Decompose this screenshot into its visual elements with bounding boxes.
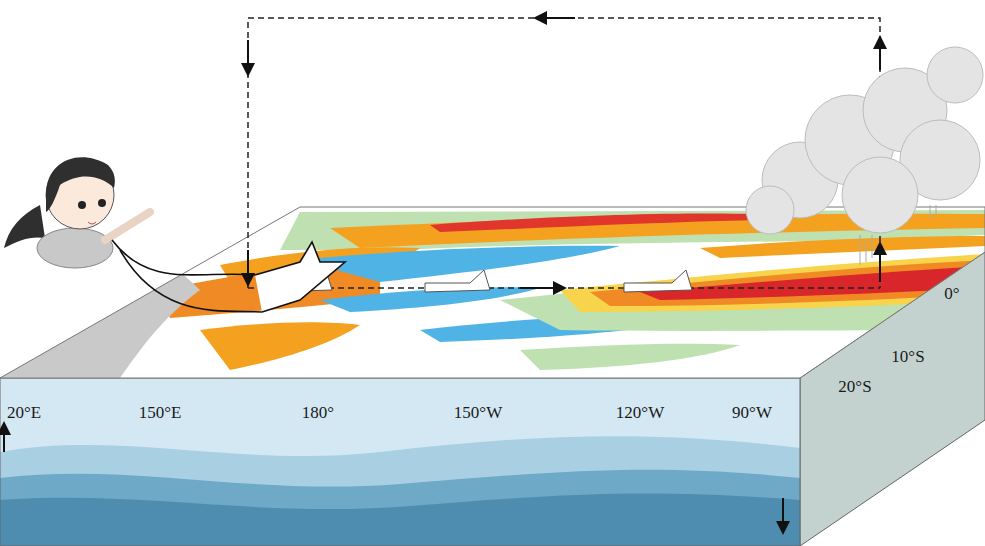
latitude-label: 10°S bbox=[891, 348, 924, 365]
westerly-burst-arrow bbox=[255, 242, 345, 312]
westerly-burst-arrow bbox=[120, 250, 262, 312]
circulation-arrows bbox=[879, 42, 881, 70]
circulation-arrows bbox=[247, 40, 249, 70]
westerly-burst-arrow bbox=[112, 240, 345, 312]
walker-circulation bbox=[248, 18, 880, 288]
ocean-front-face bbox=[0, 470, 800, 546]
longitude-label: 150°W bbox=[454, 404, 502, 421]
sst-anomaly-map bbox=[300, 246, 620, 282]
girl-figure bbox=[78, 201, 86, 209]
latitude-label: 20°S bbox=[838, 378, 871, 395]
walker-circulation bbox=[248, 18, 880, 288]
sst-anomaly-map bbox=[700, 236, 985, 258]
depth-arrows bbox=[4, 428, 783, 528]
longitude-label: 20°E bbox=[7, 404, 41, 421]
ocean-front-face bbox=[0, 436, 800, 546]
sst-anomaly-map bbox=[0, 207, 985, 378]
circulation-arrows bbox=[247, 250, 249, 280]
sst-anomaly-map bbox=[520, 344, 740, 370]
sst-anomaly-map bbox=[0, 207, 985, 378]
rain-streaks bbox=[860, 205, 936, 265]
girl-figure bbox=[46, 157, 115, 212]
depth-arrows bbox=[3, 428, 5, 452]
circulation-arrows bbox=[540, 17, 575, 19]
longitude-label: 150°E bbox=[139, 404, 182, 421]
sst-anomaly-map bbox=[200, 322, 360, 370]
ocean-front-face bbox=[0, 378, 800, 546]
sst-anomaly-map bbox=[590, 260, 985, 306]
walker-circulation bbox=[248, 287, 880, 289]
depth-arrows bbox=[782, 498, 784, 528]
rain-cloud bbox=[746, 186, 794, 234]
front-face-outline bbox=[0, 378, 800, 546]
latitude-label: 0° bbox=[944, 285, 959, 302]
circulation-arrows bbox=[879, 248, 881, 282]
rain-streaks bbox=[860, 205, 936, 265]
ocean-front-face bbox=[0, 493, 800, 546]
ocean-front-face bbox=[0, 378, 800, 546]
rain-cloud bbox=[842, 157, 918, 233]
girl-figure bbox=[4, 157, 150, 268]
sst-anomaly-map bbox=[640, 266, 985, 300]
rain-cloud bbox=[927, 47, 983, 103]
girl-figure bbox=[98, 199, 106, 207]
sst-anomaly-map bbox=[430, 213, 760, 232]
longitude-label: 90°W bbox=[732, 404, 772, 421]
longitude-label: 120°W bbox=[616, 404, 664, 421]
girl-figure bbox=[88, 222, 96, 224]
top-face-outline bbox=[0, 207, 985, 378]
girl-figure bbox=[37, 228, 113, 268]
circulation-arrows bbox=[248, 18, 880, 288]
circulation-arrows bbox=[520, 287, 560, 289]
trade-wind-arrows bbox=[624, 270, 692, 292]
trade-wind-arrows bbox=[425, 270, 490, 292]
rain-cloud bbox=[746, 47, 983, 234]
girl-figure bbox=[105, 212, 150, 240]
sst-anomaly-map bbox=[560, 254, 985, 312]
longitude-label: 180° bbox=[302, 404, 334, 421]
